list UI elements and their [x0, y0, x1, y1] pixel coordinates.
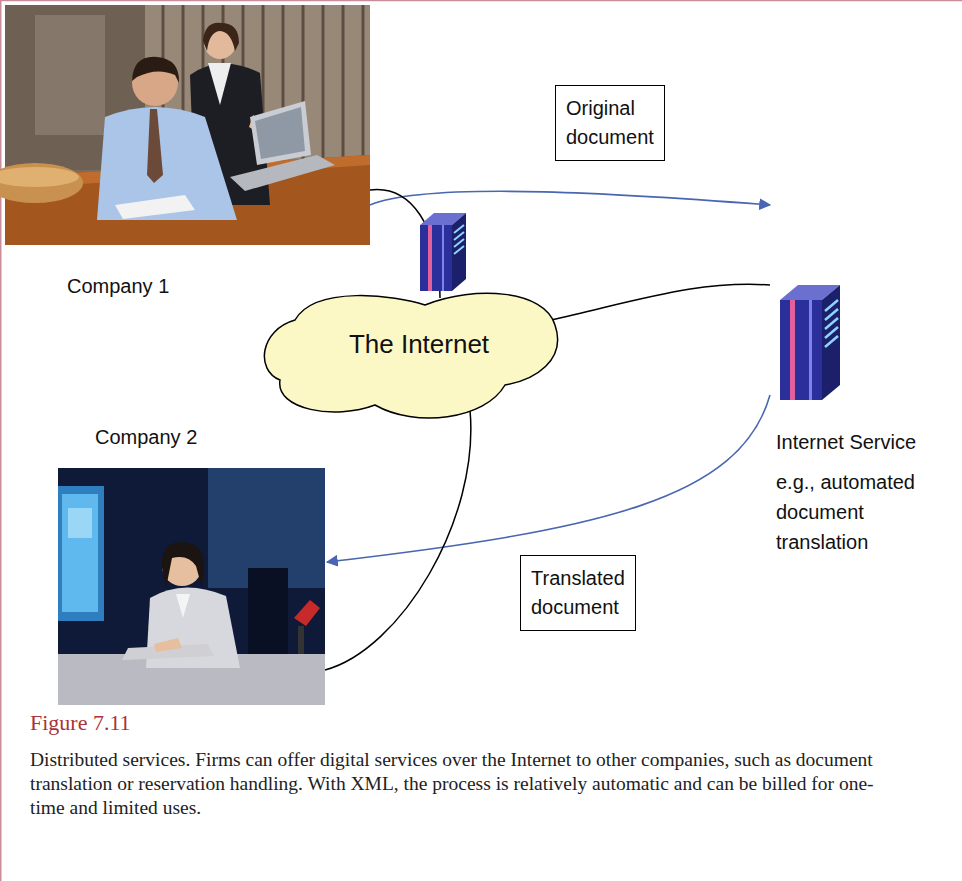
server-icon [780, 285, 840, 400]
node-label: Company 2 [95, 424, 325, 450]
office-photo [0, 5, 370, 245]
company-block: Company 1 [5, 5, 370, 305]
flow-arrow [327, 395, 770, 562]
office-photo [58, 468, 325, 705]
flow-arrow [370, 191, 770, 205]
document-box: Original document [555, 85, 665, 161]
service-block: Internet Service e.g., automated document… [770, 195, 952, 557]
network-wire [551, 284, 770, 320]
company-block: Company 2 [58, 420, 325, 705]
network-wire [370, 190, 440, 298]
node-label: Internet Service [776, 427, 952, 457]
node-label: The Internet [349, 329, 489, 359]
node-label: Translated document [531, 564, 625, 622]
network-wire [325, 410, 471, 670]
server-icon [420, 213, 466, 291]
document-box: Translated document [520, 555, 636, 631]
node-label: Original document [566, 94, 654, 152]
node-note: e.g., automated document translation [776, 467, 952, 557]
node-label: Company 1 [67, 273, 370, 299]
figure-title: Figure 7.11 [30, 710, 131, 736]
internet-cloud: The Internet [255, 280, 565, 430]
figure-caption: Distributed services. Firms can offer di… [30, 748, 890, 820]
